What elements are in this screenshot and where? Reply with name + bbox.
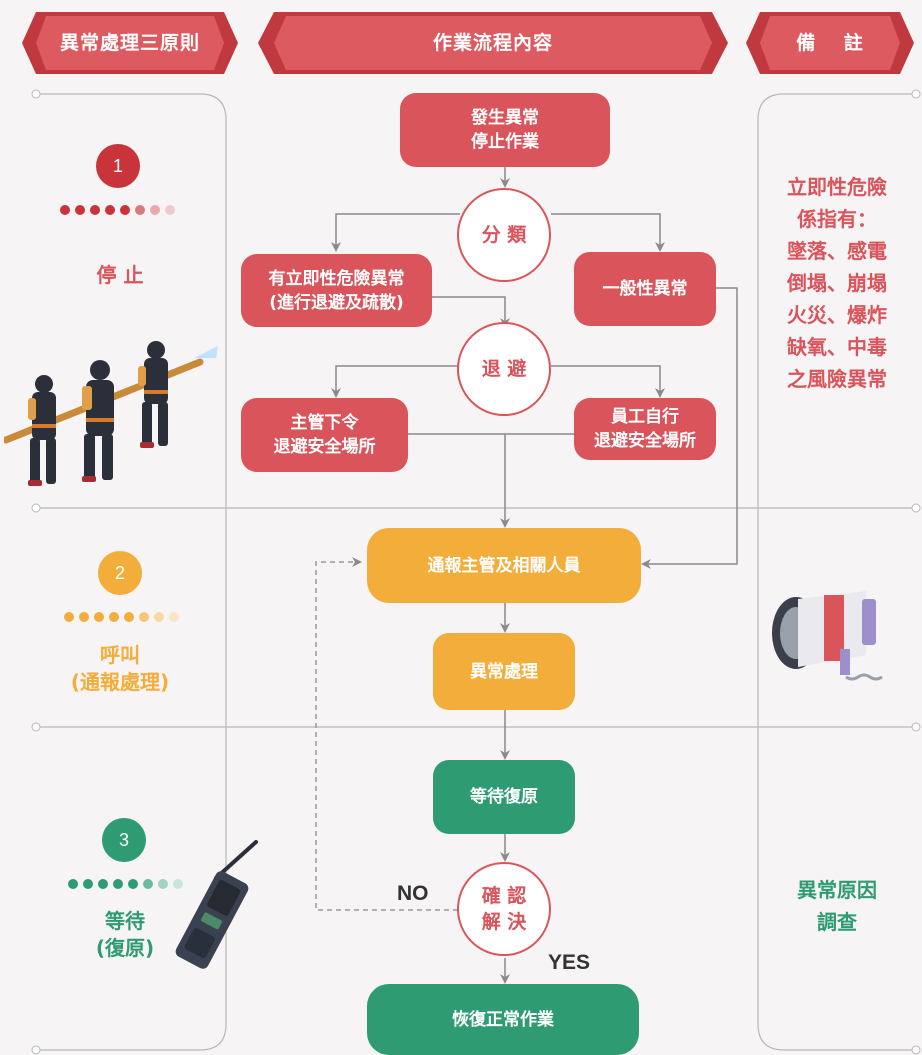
cause-remark: 異常原因 調查 bbox=[797, 878, 877, 934]
megaphone-icon bbox=[772, 591, 883, 681]
self-evacuate-box: 員工自行 退避安全場所 bbox=[574, 398, 716, 460]
danger-remark: 立即性危險 係指有： 墜落、感電 倒塌、崩塌 火災、爆炸 缺氧、中毒 之風險異常 bbox=[787, 175, 887, 391]
header-content: 作業流程內容 bbox=[258, 12, 728, 74]
supervisor-order-box: 主管下令 退避安全場所 bbox=[241, 398, 408, 472]
firefighters-icon bbox=[4, 341, 218, 486]
header-principles-label: 異常處理三原則 bbox=[59, 32, 200, 54]
header-content-label: 作業流程內容 bbox=[432, 32, 553, 54]
confirm-circle: 確 認 解 決 bbox=[457, 862, 551, 956]
start-box: 發生異常 停止作業 bbox=[400, 93, 610, 167]
header-ribbon bbox=[258, 12, 728, 74]
step-number-2: 2 bbox=[98, 551, 142, 595]
general-anomaly-box: 一般性異常 bbox=[574, 252, 716, 326]
principle-2-label: 呼叫 (通報處理) bbox=[70, 643, 170, 694]
yes-label: YES bbox=[548, 951, 591, 974]
dots-3 bbox=[68, 879, 183, 889]
immediate-danger-box: 有立即性危險異常 (進行退避及疏散) bbox=[241, 254, 432, 327]
header-remarks-label: 備 註 bbox=[796, 32, 864, 54]
header-ribbon bbox=[746, 12, 914, 74]
principle-3-label: 等待 (復原) bbox=[95, 909, 155, 960]
classify-circle: 分 類 bbox=[457, 188, 551, 282]
notify-box: 通報主管及相關人員 bbox=[367, 528, 641, 603]
no-label: NO bbox=[397, 882, 429, 905]
principle-1-label: 停 止 bbox=[96, 263, 144, 287]
header-principles: 異常處理三原則 bbox=[22, 12, 238, 74]
header-remarks: 備 註 bbox=[746, 12, 914, 74]
walkie-talkie-icon bbox=[175, 840, 258, 969]
step-number-1: 1 bbox=[96, 144, 140, 188]
dots-2 bbox=[64, 612, 179, 622]
wait-box: 等待復原 bbox=[433, 760, 575, 834]
evacuate-circle: 退 避 bbox=[457, 322, 551, 416]
dots-1 bbox=[60, 205, 175, 215]
header-ribbon bbox=[22, 12, 238, 74]
step-number-3: 3 bbox=[102, 818, 146, 862]
resume-box: 恢復正常作業 bbox=[367, 984, 639, 1055]
handle-box: 異常處理 bbox=[433, 633, 575, 710]
